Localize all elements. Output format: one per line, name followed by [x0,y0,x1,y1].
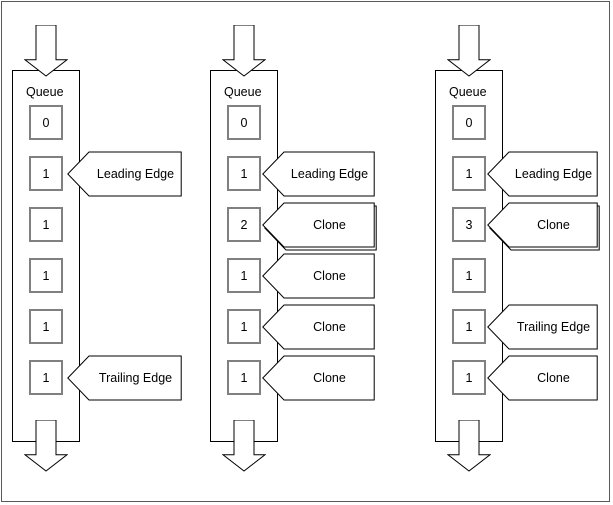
queue-cell[interactable]: 0 [227,105,261,140]
queue-cell[interactable]: 1 [227,309,261,344]
queue-cell[interactable]: 1 [452,309,486,344]
queue-label: Queue [449,85,487,99]
queue-cell[interactable]: 1 [227,258,261,293]
queue-cell[interactable]: 2 [227,207,261,242]
callout[interactable]: Leading Edge [67,151,182,197]
callout[interactable]: Clone [262,202,375,248]
callout[interactable]: Clone [487,355,598,401]
queue-cell[interactable]: 3 [452,207,486,242]
queue-cell[interactable]: 1 [227,156,261,191]
outbound-arrow [222,420,266,472]
queue-label: Queue [26,85,64,99]
callout[interactable]: Clone [487,202,598,248]
callout[interactable]: Clone [262,355,375,401]
queue-cell[interactable]: 1 [227,360,261,395]
queue-cell[interactable]: 1 [29,156,63,191]
inbound-arrow [222,25,266,77]
callout[interactable]: Leading Edge [487,151,598,197]
queue-cell[interactable]: 0 [452,105,486,140]
queue-cell[interactable]: 0 [29,105,63,140]
callout[interactable]: Trailing Edge [67,355,182,401]
queue-cell[interactable]: 1 [452,156,486,191]
callout[interactable]: Leading Edge [262,151,375,197]
queue-cell[interactable]: 1 [452,360,486,395]
outbound-arrow [24,420,68,472]
inbound-arrow [447,25,491,77]
callout[interactable]: Trailing Edge [487,304,598,350]
queue-cell[interactable]: 1 [29,207,63,242]
queue-cell[interactable]: 1 [29,360,63,395]
queue-cell[interactable]: 1 [452,258,486,293]
inbound-arrow [24,25,68,77]
queue-cell[interactable]: 1 [29,309,63,344]
outbound-arrow [447,420,491,472]
callout[interactable]: Clone [262,253,375,299]
queue-cell[interactable]: 1 [29,258,63,293]
callout[interactable]: Clone [262,304,375,350]
queue-label: Queue [224,85,262,99]
